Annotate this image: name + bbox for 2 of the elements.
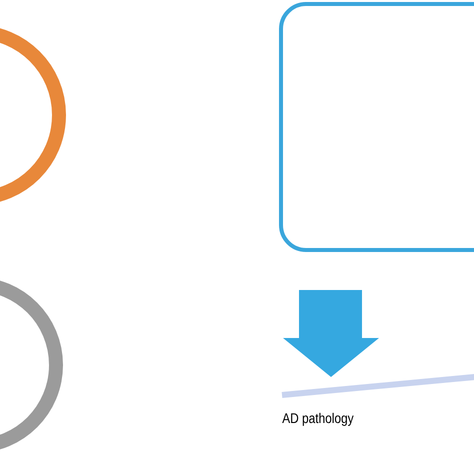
rounded-box	[279, 2, 474, 252]
axis-label: AD pathology	[282, 412, 354, 426]
